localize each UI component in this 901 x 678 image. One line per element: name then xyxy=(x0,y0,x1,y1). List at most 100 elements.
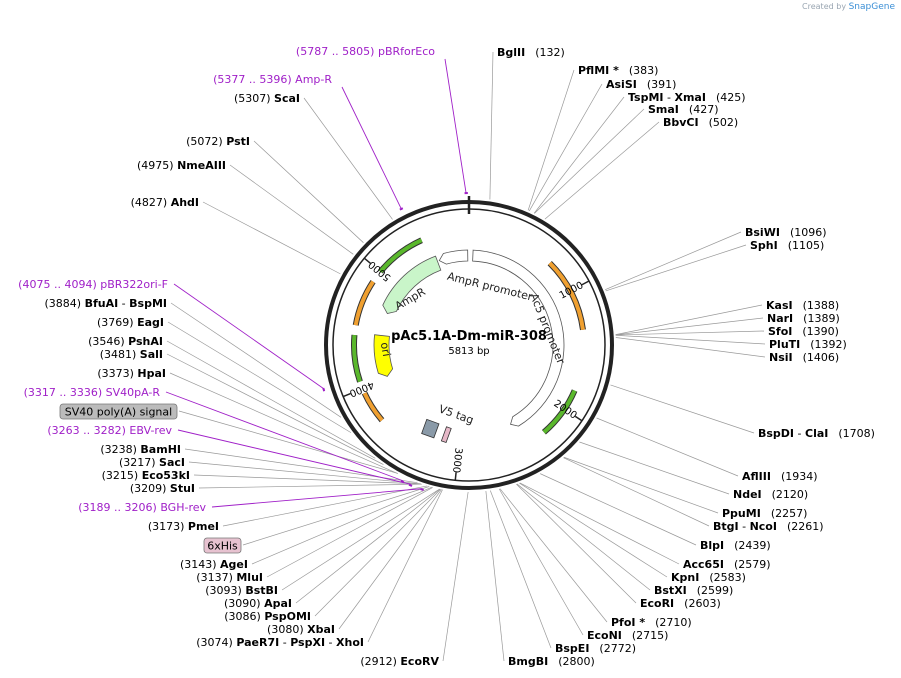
enzyme-label-right[interactable]: BtgI - NcoI(2261) xyxy=(713,520,824,533)
enzyme-label-left[interactable]: (2912) EcoRV xyxy=(360,655,439,668)
enzyme-label-left[interactable]: (3884) BfuAI - BspMI xyxy=(44,297,167,310)
enzyme-label-right[interactable]: NsiI (1406) xyxy=(769,351,839,364)
boxed-feature-label[interactable]: 6xHis xyxy=(207,540,238,553)
enzyme-name: PpuMI xyxy=(722,507,761,520)
enzyme-position: (5307) xyxy=(234,92,274,105)
enzyme-position: (2800) xyxy=(558,655,595,668)
green-arc xyxy=(378,238,423,273)
primer-label[interactable]: (5787 .. 5805) pBRforEco xyxy=(296,45,435,58)
enzyme-label-right[interactable]: Acc65I(2579) xyxy=(683,558,771,571)
enzyme-position: (4827) xyxy=(131,196,171,209)
v5-tag-label: V5 tag xyxy=(437,402,475,427)
enzyme-label-left[interactable]: (3238) BamHI xyxy=(100,443,181,456)
enzyme-label-right[interactable]: SphI(1105) xyxy=(750,239,824,252)
boxed-feature-bg xyxy=(59,403,178,420)
enzyme-label-right[interactable]: TspMI - XmaI(425) xyxy=(628,91,746,104)
enzyme-label-left[interactable]: (3217) SacI xyxy=(119,456,185,469)
enzyme-label-left[interactable]: (5307) ScaI xyxy=(234,92,300,105)
v5-tag-box[interactable] xyxy=(440,426,452,444)
tick-label: 3000 xyxy=(450,447,464,473)
primer-mark xyxy=(400,480,405,484)
enzyme-label-left[interactable]: (3173) PmeI xyxy=(148,520,219,533)
primer-label[interactable]: (3189 .. 3206) BGH-rev xyxy=(78,501,206,514)
leader-line xyxy=(193,474,421,485)
enzyme-label-left[interactable]: (3137) MluI xyxy=(196,571,263,584)
enzyme-label-right[interactable]: BglII(132) xyxy=(497,46,565,59)
enzyme-label-right[interactable]: EcoNI(2715) xyxy=(587,629,668,642)
enzyme-label-left[interactable]: (3090) ApaI xyxy=(224,597,292,610)
enzyme-label-right[interactable]: KpnI(2583) xyxy=(671,571,746,584)
enzyme-position: (3086) xyxy=(224,610,264,623)
tick-mark xyxy=(363,257,371,264)
enzyme-label-right[interactable]: SfoI(1390) xyxy=(768,325,839,338)
primer-label[interactable]: (3317 .. 3336) SV40pA-R xyxy=(24,386,161,399)
leader-line xyxy=(188,461,421,485)
enzyme-position: (3173) xyxy=(148,520,188,533)
primer-label[interactable]: (5377 .. 5396) Amp-R xyxy=(213,73,332,86)
enzyme-label-left[interactable]: (3080) XbaI xyxy=(267,623,335,636)
primer-label[interactable]: (4075 .. 4094) pBR322ori-F xyxy=(18,278,168,291)
enzyme-label-right[interactable]: BbvCI(502) xyxy=(663,116,738,129)
enzyme-label-right[interactable]: AflIII(1934) xyxy=(742,470,818,483)
primer-mark xyxy=(408,483,413,487)
ac5-promoter-arrow[interactable] xyxy=(472,249,565,427)
enzyme-label-right[interactable]: BmgBI(2800) xyxy=(508,655,595,668)
enzyme-label-right[interactable]: PpuMI(2257) xyxy=(722,507,807,520)
enzyme-label-left[interactable]: (3143) AgeI xyxy=(180,558,248,571)
enzyme-label-right[interactable]: PflMI *(383) xyxy=(578,64,658,77)
enzyme-label-right[interactable]: AsiSI(391) xyxy=(606,78,676,91)
enzyme-label-right[interactable]: BsiWI(1096) xyxy=(745,226,827,239)
enzyme-label-left[interactable]: (4975) NmeAIII xyxy=(137,159,226,172)
enzyme-label-right[interactable]: BstXI(2599) xyxy=(654,584,733,597)
ampr-promoter-arrow[interactable] xyxy=(438,249,469,265)
leader-line xyxy=(169,372,399,475)
enzyme-label-left[interactable]: (3373) HpaI xyxy=(97,367,166,380)
leader-line xyxy=(528,83,603,212)
enzyme-position: (1388) xyxy=(803,299,840,312)
ori-label: ori xyxy=(378,341,393,357)
enzyme-label-right[interactable]: NdeI(2120) xyxy=(733,488,808,501)
grey-feature-box[interactable] xyxy=(421,418,440,439)
separator: - xyxy=(794,427,805,440)
enzyme-label-left[interactable]: (3093) BstBI xyxy=(205,584,278,597)
ori-arrow[interactable] xyxy=(373,334,394,377)
enzyme-label-left[interactable]: (3215) Eco53kI xyxy=(102,469,190,482)
enzyme-label-left[interactable]: (3209) StuI xyxy=(130,482,195,495)
enzyme-label-right[interactable]: BspEI(2772) xyxy=(555,642,636,655)
orange-arc xyxy=(353,280,375,326)
green-arc xyxy=(542,389,577,434)
primer-leader-line xyxy=(444,58,467,195)
enzyme-label-right[interactable]: PfoI *(2710) xyxy=(611,616,692,629)
enzyme-name: ScaI xyxy=(274,92,300,105)
boxed-feature-label[interactable]: SV40 poly(A) signal xyxy=(65,406,172,419)
enzyme-label-right[interactable]: BspDI - ClaI(1708) xyxy=(758,427,875,440)
enzyme-label-right[interactable]: NarI(1389) xyxy=(767,312,840,325)
enzyme-label-left[interactable]: (3086) PspOMI xyxy=(224,610,311,623)
enzyme-label-right[interactable]: SmaI(427) xyxy=(648,103,719,116)
enzyme-position: (1406) xyxy=(803,351,840,364)
leader-line xyxy=(222,485,428,527)
enzyme-label-left[interactable]: (3481) SalI xyxy=(100,348,163,361)
enzyme-position: (3137) xyxy=(196,571,236,584)
primer-label[interactable]: (3263 .. 3282) EBV-rev xyxy=(47,424,172,437)
enzyme-label-left[interactable]: (3074) PaeR7I - PspXI - XhoI xyxy=(196,636,364,649)
enzyme-name: NsiI xyxy=(769,351,793,364)
ampr-cds-arrow[interactable] xyxy=(382,255,442,314)
enzyme-position: (502) xyxy=(709,116,739,129)
plasmid-name: pAc5.1A-Dm-miR-308 xyxy=(391,329,547,344)
enzyme-label-left[interactable]: (4827) AhdI xyxy=(131,196,199,209)
enzyme-label-left[interactable]: (5072) PstI xyxy=(186,135,250,148)
enzyme-label-right[interactable]: KasI(1388) xyxy=(766,299,839,312)
leader-line xyxy=(489,490,552,649)
enzyme-position: (1096) xyxy=(790,226,827,239)
enzyme-position: (5072) xyxy=(186,135,226,148)
enzyme-position: (2912) xyxy=(360,655,400,668)
enzyme-label-right[interactable]: EcoRI(2603) xyxy=(640,597,721,610)
enzyme-label-right[interactable]: BlpI(2439) xyxy=(700,539,771,552)
primer-lines xyxy=(165,58,468,508)
enzyme-label-left[interactable]: (3546) PshAI xyxy=(88,335,163,348)
enzyme-label-left[interactable]: (3769) EagI xyxy=(97,316,164,329)
enzyme-label-right[interactable]: PluTI(1392) xyxy=(769,338,847,351)
enzyme-name: SmaI xyxy=(648,103,679,116)
